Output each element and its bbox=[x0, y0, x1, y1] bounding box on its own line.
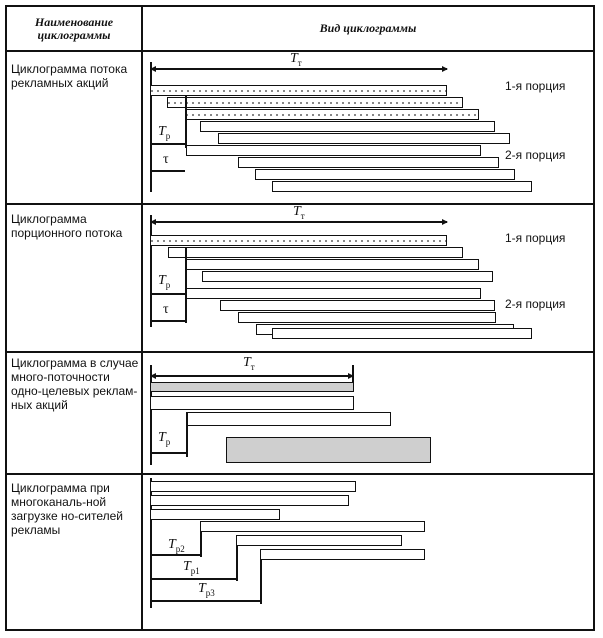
total-label: Tт bbox=[243, 355, 255, 372]
p2-label: Tр2 bbox=[168, 537, 185, 554]
p3-dim-line bbox=[151, 600, 260, 602]
period-tick bbox=[185, 247, 187, 323]
row-label-3: Циклограмма в случае много-поточности од… bbox=[11, 356, 139, 412]
row-label-2: Циклограмма порционного потока bbox=[11, 212, 123, 240]
flow-bar bbox=[272, 181, 532, 192]
arrow-left-icon bbox=[150, 219, 156, 225]
p1-label: Tр1 bbox=[183, 559, 200, 576]
arrow-left-icon bbox=[150, 373, 156, 379]
period-dim-line bbox=[151, 143, 185, 145]
header-name: Наименование циклограммы bbox=[34, 14, 114, 42]
cyclogram-table: Наименование циклограммы Вид циклограммы… bbox=[5, 5, 595, 631]
arrow-right-icon bbox=[348, 373, 354, 379]
start-tick bbox=[150, 365, 152, 465]
arrow-left-icon bbox=[150, 66, 156, 72]
flow-bar bbox=[186, 412, 391, 426]
period-tick bbox=[185, 96, 187, 148]
flow-bar bbox=[272, 328, 532, 339]
flow-bar bbox=[200, 521, 425, 532]
period-label: Tр bbox=[158, 430, 171, 447]
flow-bar bbox=[260, 549, 425, 560]
period-dim-line bbox=[151, 293, 185, 295]
period-tick bbox=[260, 560, 262, 604]
flow-bar bbox=[186, 288, 481, 299]
p3-label: Tр3 bbox=[198, 581, 215, 598]
tau-dim-line bbox=[151, 170, 185, 172]
total-label: Tт bbox=[290, 51, 302, 68]
flow-bar bbox=[218, 133, 510, 144]
row-divider-2 bbox=[7, 351, 593, 353]
tau-dim-line bbox=[151, 320, 185, 322]
row-label-1: Циклограмма потока рекламных акций bbox=[11, 62, 128, 90]
portion-label: 1-я порция bbox=[505, 231, 566, 245]
total-label: Tт bbox=[293, 204, 305, 221]
period-label: Tр bbox=[158, 273, 171, 290]
row-divider-3 bbox=[7, 473, 593, 475]
total-dim-line bbox=[151, 375, 353, 377]
tau-label: τ bbox=[163, 152, 169, 167]
row-divider-1 bbox=[7, 203, 593, 205]
tau-label: τ bbox=[163, 302, 169, 317]
portion-label: 2-я порция bbox=[505, 148, 566, 162]
flow-bar bbox=[150, 235, 447, 246]
flow-bar bbox=[200, 121, 495, 132]
portion-label: 1-я порция bbox=[505, 79, 566, 93]
flow-bar bbox=[220, 300, 495, 311]
flow-bar bbox=[150, 396, 354, 410]
portion-label: 2-я порция bbox=[505, 297, 566, 311]
column-divider bbox=[141, 7, 143, 629]
period-tick bbox=[200, 532, 202, 557]
flow-bar bbox=[202, 271, 493, 282]
start-tick bbox=[150, 478, 152, 608]
period-tick bbox=[236, 546, 238, 581]
flow-bar bbox=[150, 85, 447, 96]
start-tick bbox=[150, 215, 152, 327]
arrow-right-icon bbox=[442, 66, 448, 72]
header-view: Вид циклограммы bbox=[319, 21, 417, 35]
flow-bar bbox=[150, 382, 354, 392]
row-label-4: Циклограмма при многоканаль-ной загрузке… bbox=[11, 481, 124, 537]
flow-bar bbox=[238, 312, 496, 323]
period-label: Tр bbox=[158, 124, 171, 141]
period-dim-line bbox=[151, 452, 186, 454]
p2-dim-line bbox=[151, 554, 200, 556]
flow-bar bbox=[255, 169, 515, 180]
total-dim-line bbox=[151, 221, 447, 223]
flow-bar bbox=[185, 109, 479, 120]
flow-bar bbox=[168, 247, 463, 258]
end-tick bbox=[352, 365, 354, 385]
period-tick bbox=[186, 412, 188, 457]
flow-bar bbox=[236, 535, 402, 546]
flow-bar bbox=[150, 509, 280, 520]
p1-dim-line bbox=[151, 578, 236, 580]
header-divider bbox=[7, 50, 593, 52]
arrow-right-icon bbox=[442, 219, 448, 225]
total-dim-line bbox=[151, 68, 447, 70]
flow-bar bbox=[150, 481, 356, 492]
flow-bar bbox=[186, 145, 481, 156]
start-tick bbox=[150, 62, 152, 192]
flow-bar bbox=[150, 495, 349, 506]
flow-bar bbox=[238, 157, 499, 168]
flow-bar bbox=[226, 437, 431, 463]
flow-bar bbox=[186, 259, 479, 270]
flow-bar bbox=[167, 97, 463, 108]
